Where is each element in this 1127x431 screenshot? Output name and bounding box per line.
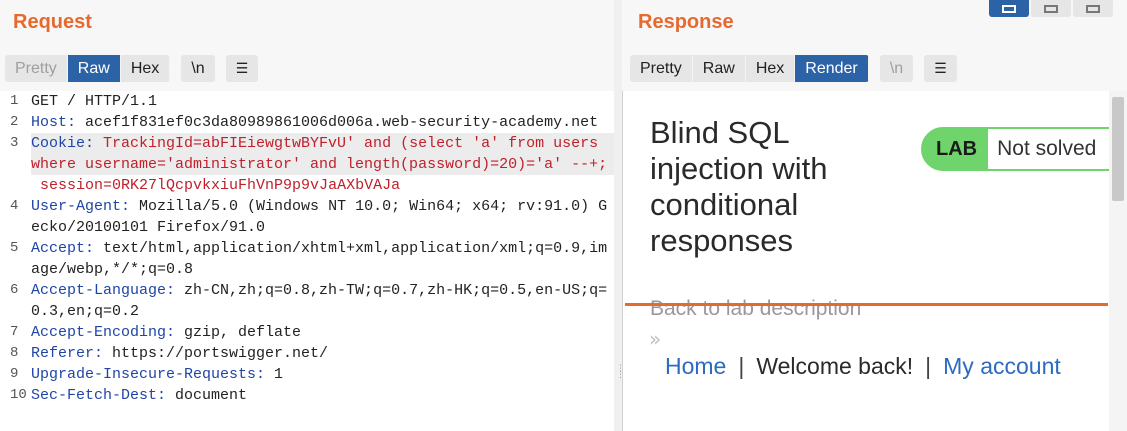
editor-line[interactable]: 4 User-Agent: Mozilla/5.0 (Windows NT 10.… xyxy=(0,196,614,238)
header-name: Upgrade-Insecure-Requests: xyxy=(31,366,266,383)
lab-status-badge: LAB Not solved xyxy=(921,127,1110,171)
response-tab-render[interactable]: Render xyxy=(795,55,869,82)
render-scrollbar[interactable] xyxy=(1109,91,1127,431)
response-title: Response xyxy=(638,11,734,33)
request-title: Request xyxy=(13,11,92,33)
response-menu-lines-icon[interactable]: ☰ xyxy=(924,55,957,82)
layout-switch xyxy=(987,0,1113,17)
header-value: 1 xyxy=(265,366,284,383)
header-value: acef1f831ef0c3da80989861006d006a.web-sec… xyxy=(76,114,599,131)
header-value: document xyxy=(166,387,248,404)
nav-home-link[interactable]: Home xyxy=(665,353,727,379)
nav-my-account-link[interactable]: My account xyxy=(943,353,1061,379)
editor-line[interactable]: 7 Accept-Encoding: gzip, deflate xyxy=(0,322,614,343)
line-number: 10 xyxy=(10,387,27,403)
rendered-page: Blind SQL injection with conditional res… xyxy=(622,91,1110,431)
line-code: session=0RK27lQcpvkxiuFhVnP9p9vJaAXbVAJa xyxy=(31,175,614,196)
response-tab-raw[interactable]: Raw xyxy=(692,55,746,82)
payload-text: session=0RK27lQcpvkxiuFhVnP9p9vJaAXbVAJa xyxy=(31,177,401,194)
header-name: Referer: xyxy=(31,345,104,362)
header-value: text/html,application/xhtml+xml,applicat… xyxy=(31,240,608,278)
editor-line[interactable]: 5 Accept: text/html,application/xhtml+xml… xyxy=(0,238,614,280)
response-tab-pretty[interactable]: Pretty xyxy=(630,55,693,82)
line-number: 4 xyxy=(10,198,19,214)
header-name: User-Agent: xyxy=(31,198,131,215)
nav-separator: | xyxy=(738,353,745,379)
request-tab-hex[interactable]: Hex xyxy=(120,55,171,82)
request-menu-lines-icon[interactable]: ☰ xyxy=(225,55,259,82)
header-name: Cookie: xyxy=(31,135,95,152)
editor-line[interactable]: 8 Referer: https://portswigger.net/ xyxy=(0,343,614,364)
payload-text: TrackingId=abFIEiewgtwBYFvU' and (select… xyxy=(31,135,608,173)
line-code: User-Agent: Mozilla/5.0 (Windows NT 10.0… xyxy=(31,196,614,238)
request-tab-raw[interactable]: Raw xyxy=(67,55,121,82)
header-name: Sec-Fetch-Dest: xyxy=(31,387,167,404)
lab-title: Blind SQL injection with conditional res… xyxy=(650,115,828,258)
line-code: Accept-Language: zh-CN,zh;q=0.8,zh-TW;q=… xyxy=(31,280,614,322)
header-value: Mozilla/5.0 (Windows NT 10.0; Win64; x64… xyxy=(31,198,608,236)
header-name: Host: xyxy=(31,114,77,131)
panel-divider[interactable] xyxy=(614,0,622,431)
editor-line[interactable]: 3 Cookie: TrackingId=abFIEiewgtwBYFvU' an… xyxy=(0,133,614,175)
line-number: 3 xyxy=(10,135,19,151)
editor-line[interactable]: 6 Accept-Language: zh-CN,zh;q=0.8,zh-TW;q… xyxy=(0,280,614,322)
chevron-right-icon: » xyxy=(649,327,662,351)
stacked-icon[interactable] xyxy=(1031,0,1071,17)
response-newline-toggle[interactable]: \n xyxy=(879,55,914,82)
line-code: Referer: https://portswigger.net/ xyxy=(31,343,614,364)
lab-status: Not solved xyxy=(988,129,1110,169)
line-number: 8 xyxy=(10,345,19,361)
back-to-lab-link[interactable]: Back to lab description xyxy=(650,297,862,320)
request-editor[interactable]: 1 GET / HTTP/1.1 2 Host: acef1f831ef0c3da80… xyxy=(0,91,614,431)
orange-divider xyxy=(625,303,1108,306)
line-number: 6 xyxy=(10,282,19,298)
line-number: 7 xyxy=(10,324,19,340)
line-number: 2 xyxy=(10,114,19,130)
line-code: Accept: text/html,application/xhtml+xml,… xyxy=(31,238,614,280)
header-name: Accept: xyxy=(31,240,95,257)
line-code: Upgrade-Insecure-Requests: 1 xyxy=(31,364,614,385)
line-code: Sec-Fetch-Dest: document xyxy=(31,385,614,406)
site-nav: Home | Welcome back! | My account xyxy=(665,353,1061,380)
divider-grip-icon[interactable]: ⋮⋮ xyxy=(616,365,625,380)
header-value: GET / HTTP/1.1 xyxy=(31,93,158,110)
request-newline-toggle[interactable]: \n xyxy=(181,55,215,82)
line-code: Host: acef1f831ef0c3da80989861006d006a.w… xyxy=(31,112,614,133)
tabs-icon[interactable] xyxy=(1073,0,1113,17)
line-number: 9 xyxy=(10,366,19,382)
nav-separator: | xyxy=(925,353,932,379)
editor-line[interactable]: 2 Host: acef1f831ef0c3da80989861006d006a.… xyxy=(0,112,614,133)
header-value: zh-CN,zh;q=0.8,zh-TW;q=0.7,zh-HK;q=0.5,e… xyxy=(31,282,608,320)
request-tab-pretty[interactable]: Pretty xyxy=(5,55,68,82)
line-number: 1 xyxy=(10,93,19,109)
side-by-side-icon[interactable] xyxy=(989,0,1029,17)
header-value: https://portswigger.net/ xyxy=(103,345,329,362)
scrollbar-thumb[interactable] xyxy=(1112,97,1124,201)
editor-line[interactable]: 9 Upgrade-Insecure-Requests: 1 xyxy=(0,364,614,385)
header-name: Accept-Encoding: xyxy=(31,324,176,341)
line-code: Accept-Encoding: gzip, deflate xyxy=(31,322,614,343)
welcome-text: Welcome back! xyxy=(756,353,914,379)
response-tab-hex[interactable]: Hex xyxy=(745,55,796,82)
lab-tag: LAB xyxy=(936,137,978,160)
line-code: Cookie: TrackingId=abFIEiewgtwBYFvU' and… xyxy=(31,133,614,175)
line-code: GET / HTTP/1.1 xyxy=(31,91,614,112)
editor-line[interactable]: 1 GET / HTTP/1.1 xyxy=(0,91,614,112)
header-name: Accept-Language: xyxy=(31,282,176,299)
header-value: gzip, deflate xyxy=(175,324,302,341)
line-number: 5 xyxy=(10,240,19,256)
editor-line[interactable]: session=0RK27lQcpvkxiuFhVnP9p9vJaAXbVAJa xyxy=(0,175,614,196)
